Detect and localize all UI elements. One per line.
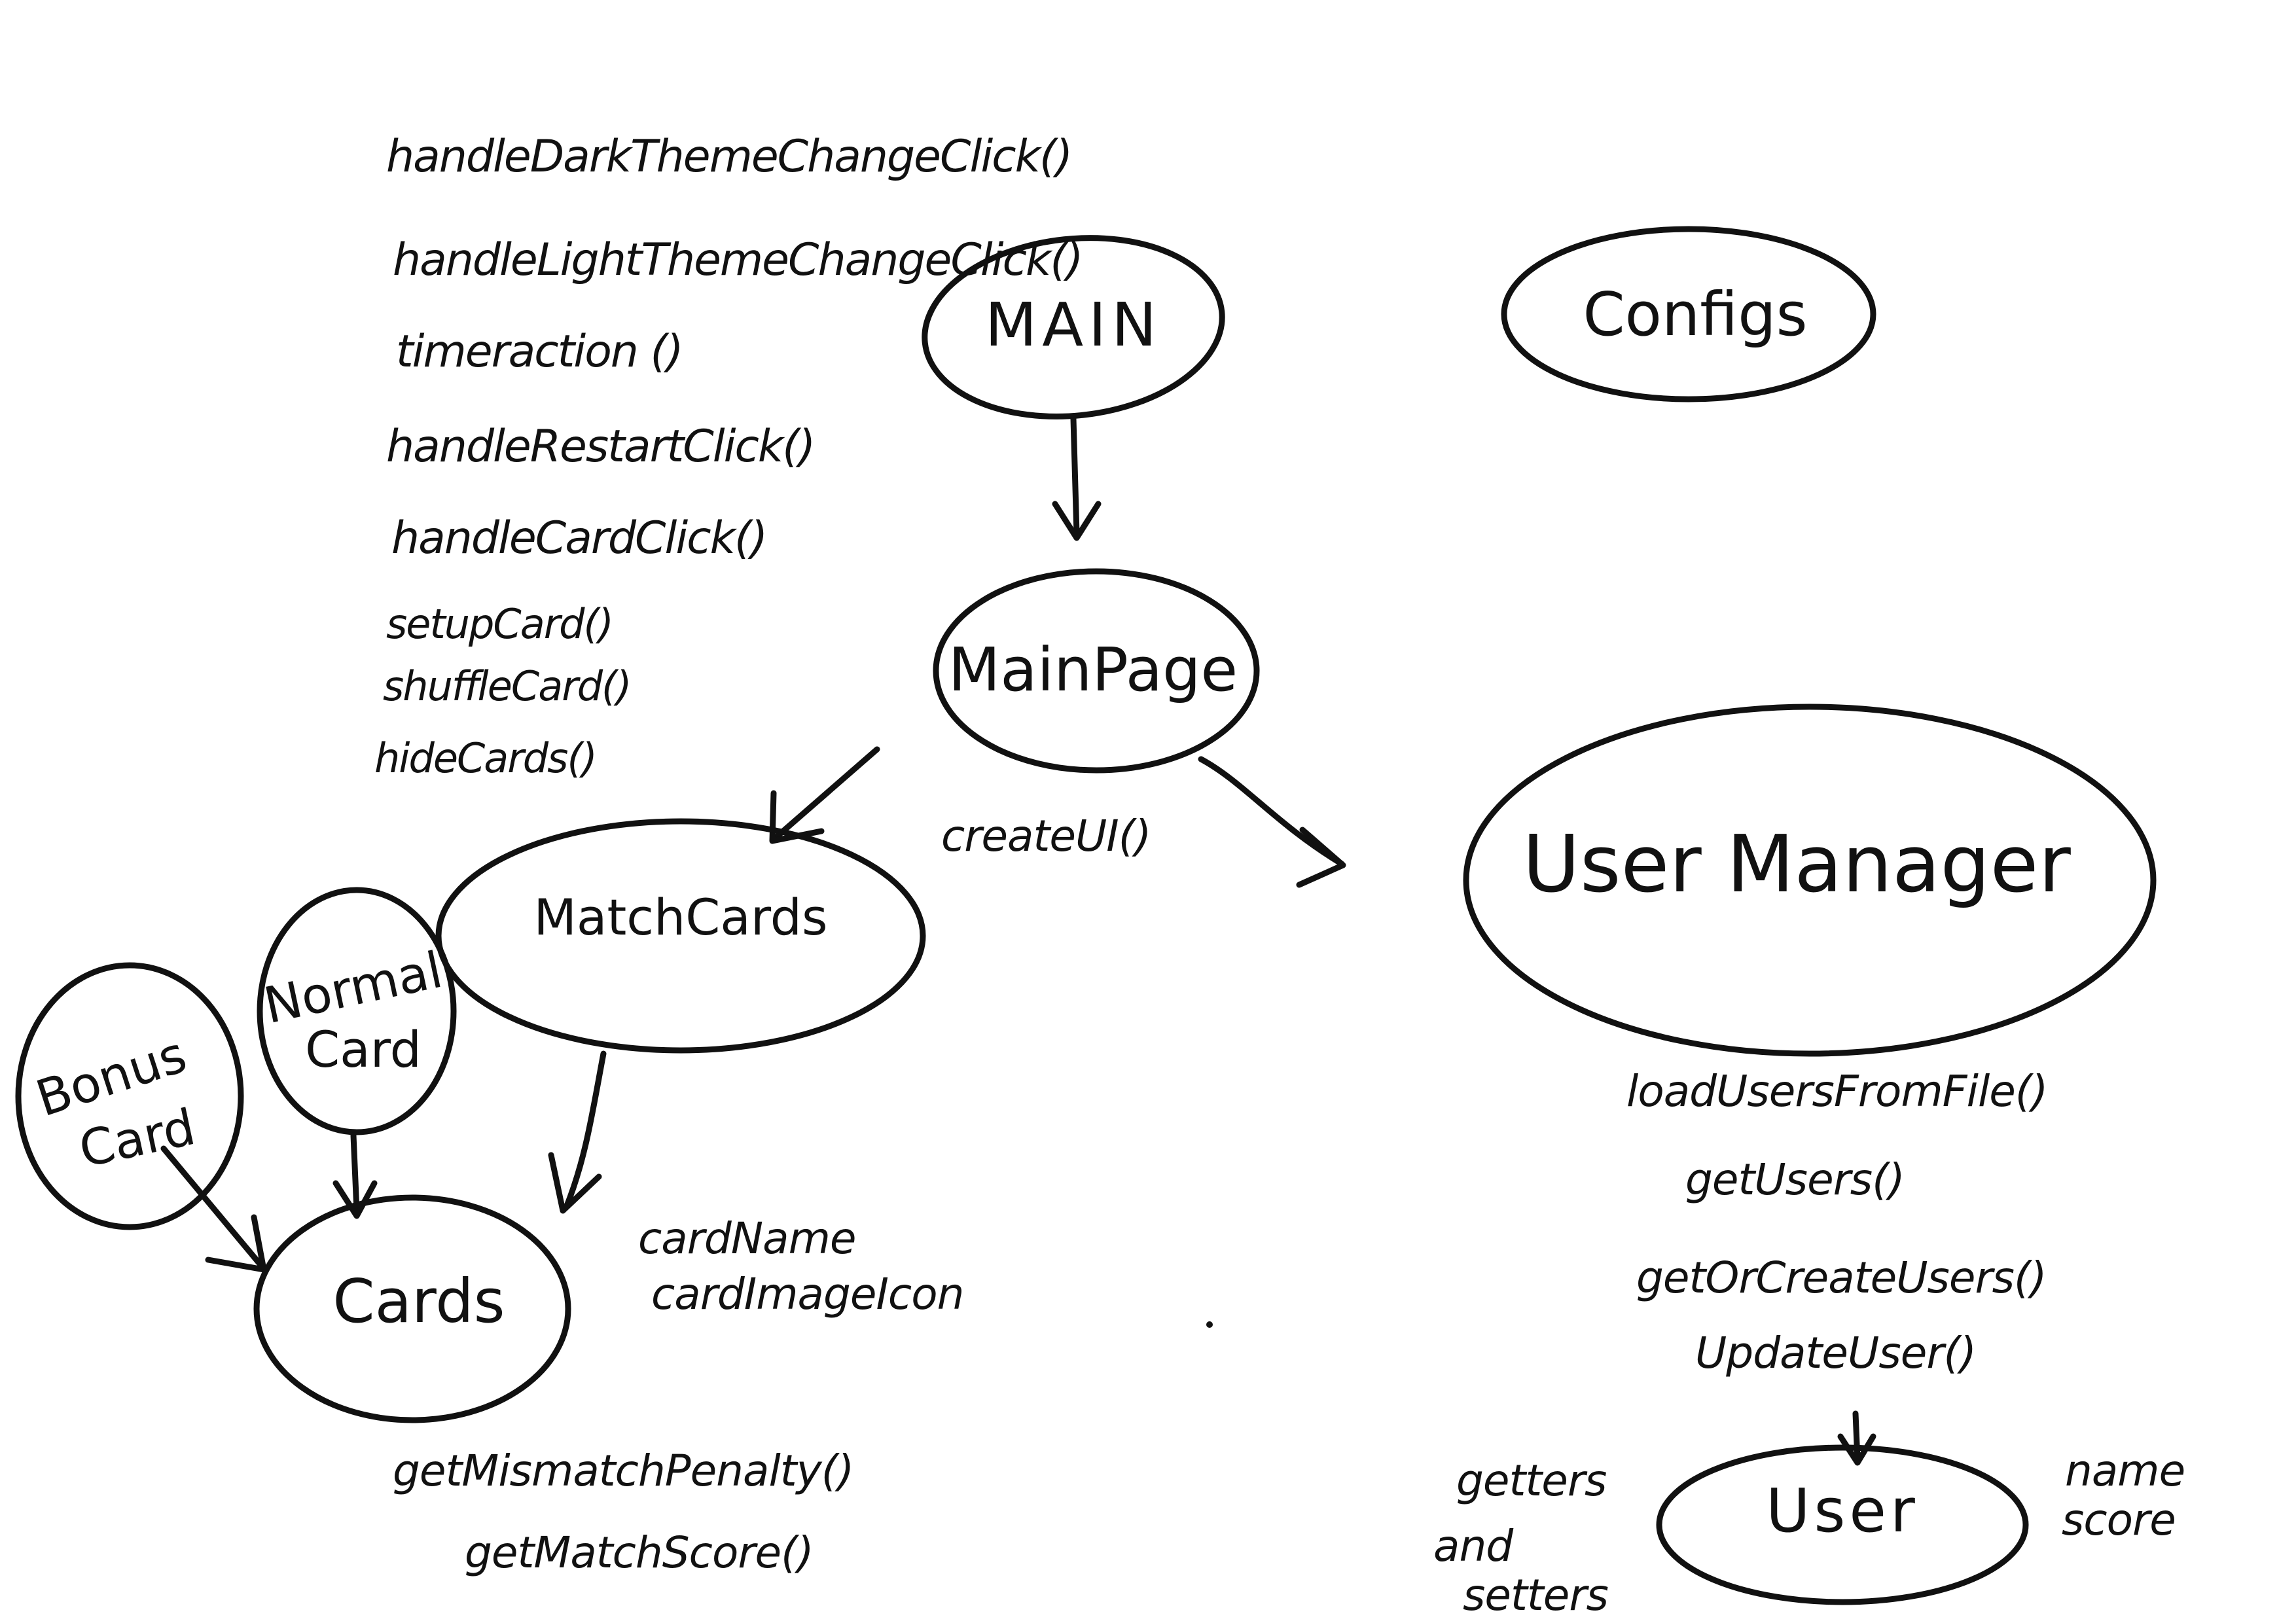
stray-dot: [1206, 1321, 1213, 1328]
node-bonus-card: Bonus Card: [15, 962, 244, 1230]
node-main-label: MAIN: [985, 290, 1162, 360]
user-note-and: and: [1433, 1521, 1514, 1571]
method-handle-card-click: handleCardClick(): [391, 512, 766, 564]
arrow-bonus-card-to-cards: [160, 1145, 267, 1273]
arrow-match-cards-to-cards: [548, 1050, 607, 1214]
node-main-page-label: MainPage: [948, 635, 1238, 705]
node-user-manager: User Manager: [1463, 704, 2157, 1057]
node-cards-label: Cards: [332, 1266, 505, 1336]
method-handle-light-theme-change-click: handleLightThemeChangeClick(): [393, 234, 1082, 286]
method-timeraction: timeraction (): [396, 326, 683, 378]
cards-method-get-mismatch-penalty: getMismatchPenalty(): [393, 1446, 853, 1496]
user-note-setters: setters: [1463, 1570, 1608, 1620]
node-user-manager-label: User Manager: [1522, 819, 2071, 910]
node-main: MAIN: [922, 235, 1225, 419]
node-user-label: User: [1766, 1476, 1919, 1546]
node-main-page-outline: [933, 568, 1260, 774]
node-cards: Cards: [253, 1194, 571, 1423]
user-manager-method-get-or-create-users: getOrCreateUsers(): [1636, 1253, 2047, 1303]
user-manager-method-update-user: UpdateUser(): [1695, 1328, 1976, 1378]
arrow-main-page-to-user-manager: [1198, 756, 1346, 888]
cards-methods: getMismatchPenalty() getMatchScore(): [393, 1446, 854, 1578]
node-configs-outline: [1501, 226, 1876, 402]
arrow-user-manager-to-user: [1837, 1410, 1876, 1466]
arrow-main-page-to-match-cards: [769, 746, 880, 844]
cards-fields: cardName cardImageIcon: [638, 1213, 964, 1319]
node-user: User: [1656, 1444, 2029, 1605]
node-main-outline: [922, 235, 1225, 419]
node-cards-outline: [253, 1194, 571, 1423]
node-match-cards-outline: [435, 818, 926, 1054]
node-user-manager-outline: [1463, 704, 2157, 1057]
user-manager-method-get-users: getUsers(): [1685, 1154, 1905, 1205]
arrow-normal-card-to-cards: [332, 1132, 378, 1219]
method-shuffle-card: shuffleCard(): [383, 662, 630, 710]
user-note-name: name: [2065, 1446, 2185, 1496]
node-main-page: MainPage: [933, 568, 1260, 774]
method-handle-dark-theme-change-click: handleDarkThemeChangeClick(): [386, 131, 1071, 183]
user-note-getters: getters: [1456, 1455, 1606, 1506]
user-right-note: name score: [2062, 1446, 2185, 1545]
node-match-cards-label: MatchCards: [533, 888, 827, 946]
method-handle-restart-click: handleRestartClick(): [386, 421, 814, 473]
node-configs: Configs: [1501, 226, 1876, 402]
node-user-outline: [1656, 1444, 2029, 1605]
arrow-main-to-main-page: [1052, 416, 1102, 541]
user-left-note: getters and setters: [1433, 1455, 1609, 1620]
cards-field-card-image-icon: cardImageIcon: [651, 1269, 963, 1319]
user-manager-method-load-users-from-file: loadUsersFromFile(): [1626, 1066, 2047, 1116]
node-bonus-card-outline: [15, 962, 244, 1230]
node-configs-label: Configs: [1583, 279, 1807, 349]
node-match-cards: MatchCards: [435, 818, 926, 1054]
cards-method-get-match-score: getMatchScore(): [465, 1527, 814, 1578]
user-manager-methods: loadUsersFromFile() getUsers() getOrCrea…: [1626, 1066, 2048, 1378]
method-hide-cards: hideCards(): [374, 734, 596, 782]
main-page-method-list: handleDarkThemeChangeClick() handleLight…: [374, 131, 1083, 782]
user-note-score: score: [2062, 1495, 2176, 1545]
main-page-create-ui: createUI(): [941, 811, 1151, 861]
node-normal-card-label-line2: Card: [305, 1020, 422, 1079]
cards-field-card-name: cardName: [638, 1213, 855, 1264]
node-normal-card-outline: [257, 887, 457, 1135]
method-setup-card: setupCard(): [386, 600, 613, 648]
node-normal-card: Normal Card: [257, 887, 457, 1135]
